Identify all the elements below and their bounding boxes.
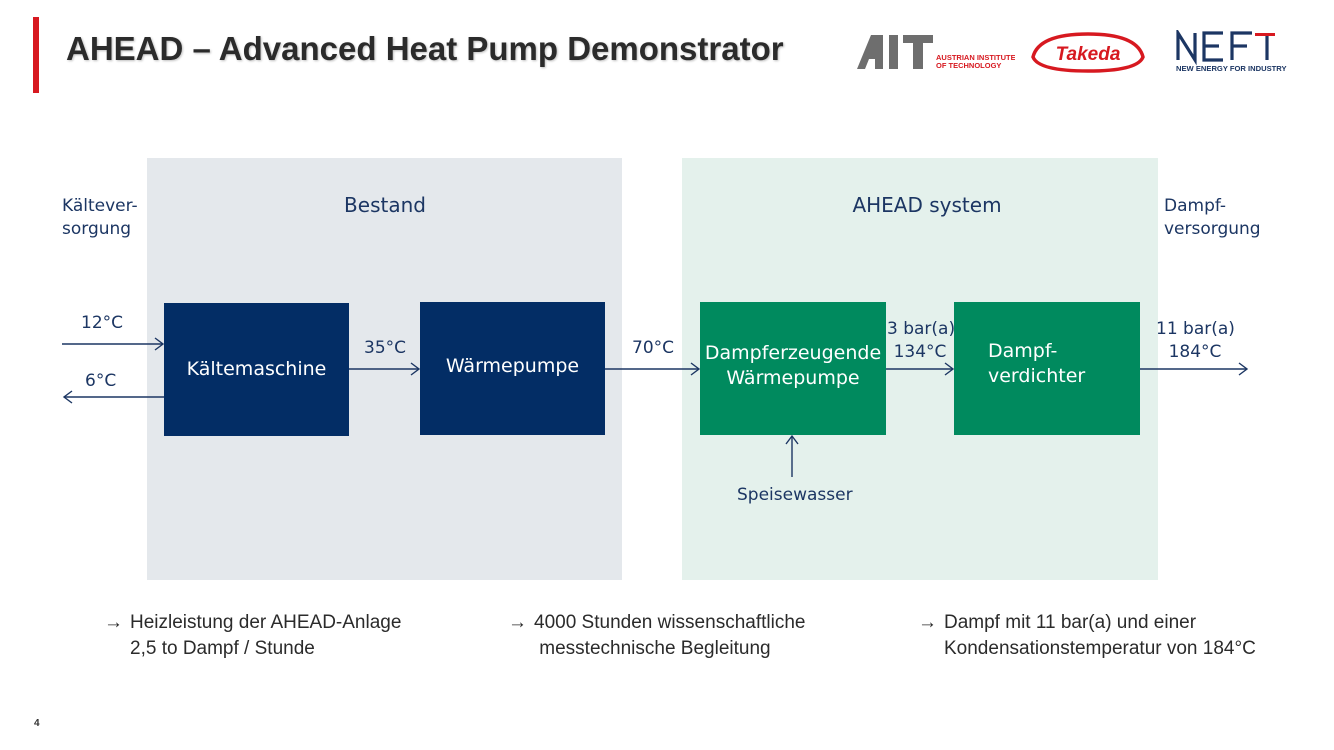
bullet-dampf-line-2: Kondensationstemperatur von 184°C	[944, 638, 1256, 659]
label-dampfversorgung-line-1: Dampf-	[1164, 196, 1227, 216]
takeda-logo-text: Takeda	[1056, 44, 1121, 65]
bullet-stunden-line-1: 4000 Stunden wissenschaftliche	[534, 612, 806, 633]
nefi-logo-text: NEW ENERGY FOR INDUSTRY	[1176, 64, 1287, 73]
arrow-134c	[886, 362, 955, 376]
arrow-cold-in	[62, 337, 165, 351]
box-waermepumpe-label: Wärmepumpe	[445, 355, 580, 377]
bullet-dampf: → Dampf mit 11 bar(a) und einer Kondensa…	[918, 610, 1256, 662]
bullet-heizleistung-line-1: Heizleistung der AHEAD-Anlage	[130, 612, 402, 633]
box-waermepumpe: Wärmepumpe	[420, 302, 605, 435]
label-temp-35c: 35°C	[364, 338, 407, 358]
nefi-logo: NEW ENERGY FOR INDUSTRY	[1176, 30, 1287, 73]
box-dampfverdichter: Dampf- verdichter	[954, 302, 1140, 435]
region-title-bestand: Bestand	[344, 193, 426, 217]
bullet-stunden: → 4000 Stunden wissenschaftliche messtec…	[508, 610, 805, 662]
arrow-35c	[349, 362, 421, 376]
label-kaelteversorgung: Kältever- sorgung	[62, 195, 138, 241]
page-title: AHEAD – Advanced Heat Pump Demonstrator	[66, 30, 784, 67]
ait-logo-text-2: OF TECHNOLOGY	[936, 61, 1001, 70]
label-temp-6c: 6°C	[85, 371, 117, 391]
bullet-dampf-line-1: Dampf mit 11 bar(a) und einer	[944, 612, 1197, 633]
label-kaelteversorgung-line-1: Kältever-	[62, 196, 138, 216]
box-kaeltemaschine-label: Kältemaschine	[186, 358, 327, 380]
label-speisewasser: Speisewasser	[737, 485, 853, 505]
label-dampfversorgung-line-2: versorgung	[1164, 219, 1261, 239]
region-title-ahead: AHEAD system	[852, 193, 1002, 217]
page-number: 4	[34, 718, 40, 729]
label-temp-12c: 12°C	[81, 313, 124, 333]
label-dampfversorgung: Dampf- versorgung	[1164, 195, 1261, 241]
arrow-feedwater	[785, 434, 799, 477]
label-temp-70c: 70°C	[632, 338, 675, 358]
title-accent-bar	[33, 17, 39, 93]
arrow-70c	[605, 362, 701, 376]
label-mid-state: 3 bar(a) 134°C	[887, 318, 956, 364]
label-temp-134c: 134°C	[893, 342, 947, 362]
label-pressure-11bar: 11 bar(a)	[1156, 319, 1235, 339]
ait-logo-text-1: AUSTRIAN INSTITUTE	[936, 53, 1015, 62]
box-kaeltemaschine: Kältemaschine	[164, 303, 349, 436]
box-dampferzeugende-label-1: Dampferzeugende	[704, 341, 882, 364]
label-temp-184c: 184°C	[1168, 342, 1222, 362]
arrow-steam-out	[1140, 362, 1249, 376]
label-out-state: 11 bar(a) 184°C	[1156, 318, 1235, 364]
label-pressure-3bar: 3 bar(a)	[887, 319, 956, 339]
arrow-bullet-icon: →	[918, 612, 937, 633]
bullet-heizleistung: → Heizleistung der AHEAD-Anlage 2,5 to D…	[104, 610, 401, 662]
bullet-heizleistung-line-2: 2,5 to Dampf / Stunde	[130, 638, 315, 659]
ait-logo: AUSTRIAN INSTITUTE OF TECHNOLOGY	[857, 35, 1015, 70]
arrow-cold-out	[62, 390, 164, 404]
arrow-bullet-icon: →	[508, 612, 527, 633]
box-dampfverdichter-label-1: Dampf-	[988, 339, 1058, 362]
arrow-bullet-icon: →	[104, 612, 123, 633]
takeda-logo: Takeda	[1031, 32, 1145, 73]
bullet-stunden-line-2: messtechnische Begleitung	[534, 638, 771, 659]
box-dampferzeugende-waermepumpe: Dampferzeugende Wärmepumpe	[700, 302, 886, 435]
label-kaelteversorgung-line-2: sorgung	[62, 219, 132, 239]
box-dampferzeugende-label-2: Wärmepumpe	[726, 366, 860, 389]
box-dampfverdichter-label-2: verdichter	[988, 364, 1086, 387]
